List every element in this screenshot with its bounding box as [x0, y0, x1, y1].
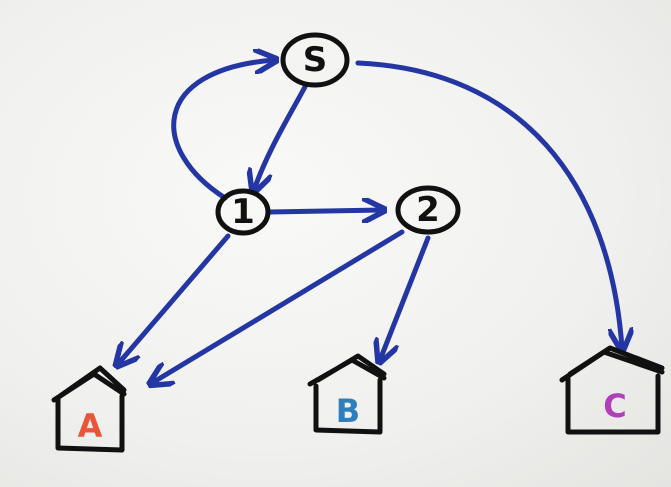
house-a-icon	[51, 365, 127, 453]
node-2-label: 2	[416, 190, 440, 230]
destination-a-label: A	[78, 407, 103, 445]
edge-2-to-a	[152, 229, 405, 383]
node-2-circle	[395, 185, 461, 235]
house-c-icon	[559, 345, 665, 435]
edge-s-to-1	[254, 82, 309, 190]
edges	[118, 60, 622, 383]
edge-1-to-2	[267, 210, 382, 212]
node-1: 1	[215, 188, 271, 236]
destination-b-label: B	[336, 392, 360, 430]
destination-a: A	[51, 365, 127, 453]
node-1-circle	[215, 188, 271, 236]
destination-b: B	[307, 353, 387, 435]
destination-c-label: C	[603, 387, 626, 425]
house-b-icon	[307, 353, 387, 435]
edge-1-to-s	[171, 60, 274, 201]
node-s: S	[280, 32, 350, 88]
edge-s-to-c	[355, 60, 622, 348]
destination-c: C	[559, 345, 665, 435]
node-s-label: S	[303, 40, 328, 80]
edge-1-to-a	[118, 233, 231, 364]
node-1-label: 1	[231, 192, 255, 232]
node-2: 2	[395, 185, 461, 235]
edge-2-to-b	[380, 235, 431, 360]
node-s-circle	[280, 32, 350, 88]
